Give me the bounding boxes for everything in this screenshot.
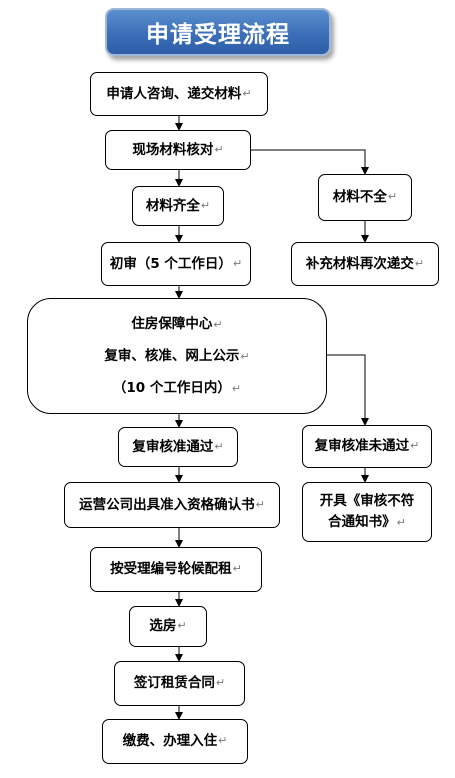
edit-mark: ↵ [213, 317, 223, 331]
edit-mark: ↵ [410, 439, 420, 453]
step-review-pass: 复审核准通过↵ [118, 427, 238, 467]
edit-mark: ↵ [214, 142, 224, 156]
step-first-review: 初审（5 个工作日）↵ [101, 242, 251, 286]
step-complete: 材料齐全↵ [132, 186, 224, 226]
step-housing-center: 住房保障中心↵ 复审、核准、网上公示↵ （10 个工作日内）↵ [27, 298, 327, 414]
step-complete-label: 材料齐全 [145, 197, 200, 214]
center-line-3: （10 个工作日内）↵ [112, 380, 242, 397]
arrow-center-fail [327, 354, 369, 426]
step-queue: 按受理编号轮候配租↵ [90, 547, 262, 592]
edit-mark: ↵ [396, 516, 406, 529]
step-verify-label: 现场材料核对 [132, 141, 214, 158]
step-resubmit: 补充材料再次递交↵ [291, 242, 439, 286]
step-sign-contract-label: 签订租赁合同 [133, 675, 215, 692]
edit-mark: ↵ [177, 619, 187, 633]
edit-mark: ↵ [387, 190, 398, 204]
edit-mark: ↵ [214, 439, 224, 453]
step-queue-label: 按受理编号轮候配租 [110, 561, 232, 578]
center-line-2: 复审、核准、网上公示↵ [104, 347, 250, 364]
notice-line-2: 合通知书》↵ [328, 514, 406, 530]
step-check-in: 缴费、办理入住↵ [102, 719, 248, 764]
edit-mark: ↵ [242, 86, 252, 100]
edit-mark: ↵ [255, 497, 265, 511]
step-check-in-label: 缴费、办理入住 [122, 733, 218, 750]
step-verify: 现场材料核对↵ [105, 130, 251, 170]
step-review-pass-label: 复审核准通过 [132, 438, 214, 455]
edit-mark: ↵ [232, 562, 242, 576]
notice-line-1: 开具《审核不符 [319, 493, 415, 510]
edit-mark: ↵ [232, 256, 243, 270]
page-title: 申请受理流程 [105, 8, 331, 56]
edit-mark: ↵ [215, 676, 226, 690]
edit-mark: ↵ [218, 734, 228, 748]
edit-mark: ↵ [200, 198, 211, 212]
step-first-review-label: 初审（5 个工作日） [109, 255, 232, 272]
step-incomplete-label: 材料不全 [332, 189, 387, 206]
center-line-1: 住房保障中心↵ [131, 315, 223, 332]
edit-mark: ↵ [414, 256, 425, 270]
step-sign-contract: 签订租赁合同↵ [114, 661, 245, 706]
edit-mark: ↵ [240, 349, 250, 363]
step-apply: 申请人咨询、递交材料↵ [90, 72, 268, 116]
step-select-house-label: 选房 [149, 618, 177, 635]
step-certificate: 运营公司出具准入资格确认书↵ [64, 482, 280, 528]
edit-mark: ↵ [231, 382, 242, 396]
step-certificate-label: 运营公司出具准入资格确认书 [79, 496, 255, 513]
step-select-house: 选房↵ [129, 606, 207, 647]
arrow-verify-incomplete [251, 149, 369, 175]
step-apply-label: 申请人咨询、递交材料 [106, 85, 242, 102]
step-incomplete: 材料不全↵ [318, 174, 412, 221]
step-resubmit-label: 补充材料再次递交 [305, 255, 414, 272]
step-rejection-notice: 开具《审核不符 合通知书》↵ [302, 482, 432, 542]
step-review-fail: 复审核准未通过↵ [302, 425, 432, 468]
step-review-fail-label: 复审核准未通过 [314, 438, 410, 455]
